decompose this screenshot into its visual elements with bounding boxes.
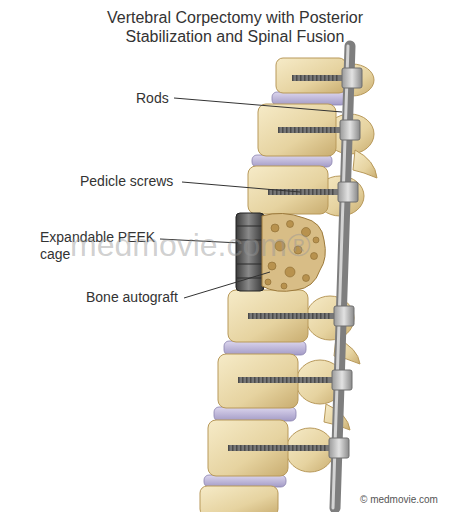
watermark: medmovie.com® <box>70 226 311 264</box>
diagram-title: Vertebral Corpectomy with Posterior Stab… <box>80 8 390 46</box>
part-label: Bone autograft <box>86 289 178 306</box>
copyright-note: © medmovie.com <box>360 494 438 506</box>
part-label: Rods <box>136 90 169 107</box>
part-label: Pedicle screws <box>80 173 173 190</box>
